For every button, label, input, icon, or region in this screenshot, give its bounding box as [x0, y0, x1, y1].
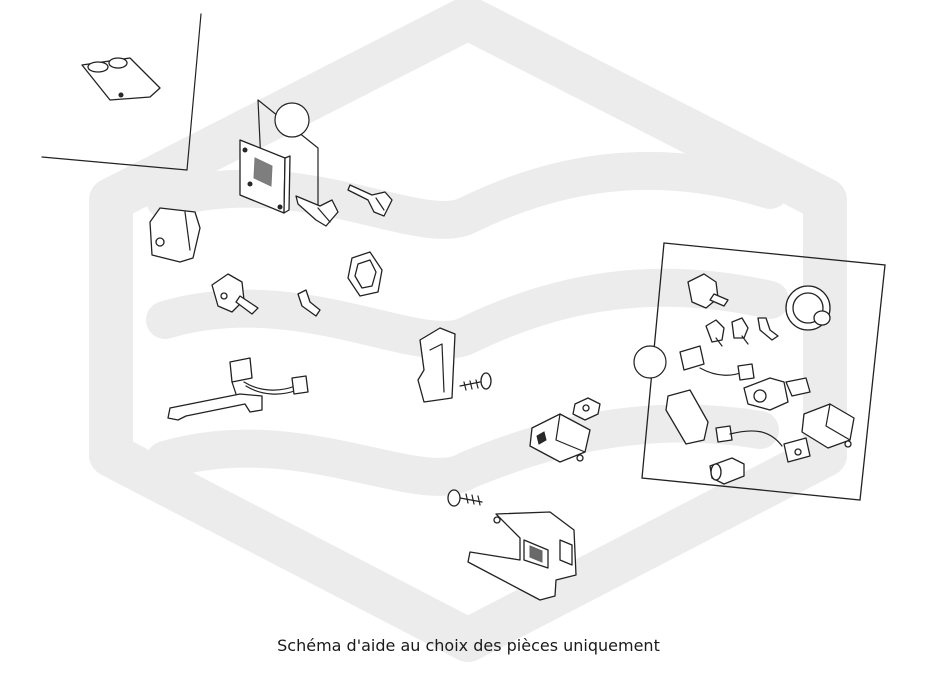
harness-right: [679, 345, 755, 381]
module-right: [801, 403, 855, 449]
small-clip: [297, 289, 321, 317]
screw-2: [447, 489, 483, 507]
lock-plate: [239, 139, 291, 214]
screw-1: [459, 372, 492, 391]
key-blank-1: [295, 195, 339, 227]
mounting-bracket: [467, 511, 577, 601]
remote-inset-box: [41, 13, 202, 171]
ignition-cylinder: [785, 285, 831, 331]
control-module: [529, 413, 591, 463]
small-cylinder: [709, 457, 745, 485]
nut: [572, 397, 601, 421]
diagram-caption: Schéma d'aide au choix des pièces unique…: [277, 636, 660, 655]
right-inset-box: [641, 242, 886, 501]
wire-harness-left: [167, 357, 309, 421]
callout-circle-icon: [633, 345, 667, 379]
callout-circle-icon: [274, 102, 310, 138]
key-head: [211, 273, 259, 315]
trunk-lock: [665, 389, 811, 463]
key-blank-2: [347, 184, 393, 217]
shield-bracket: [417, 327, 456, 403]
key-head-right: [687, 273, 729, 309]
buzzer-module: [149, 207, 201, 263]
door-lock-cylinder: [743, 377, 811, 411]
remote-key-fob: [81, 57, 161, 101]
transponder-ring: [347, 251, 383, 297]
keys-set: [705, 317, 779, 347]
